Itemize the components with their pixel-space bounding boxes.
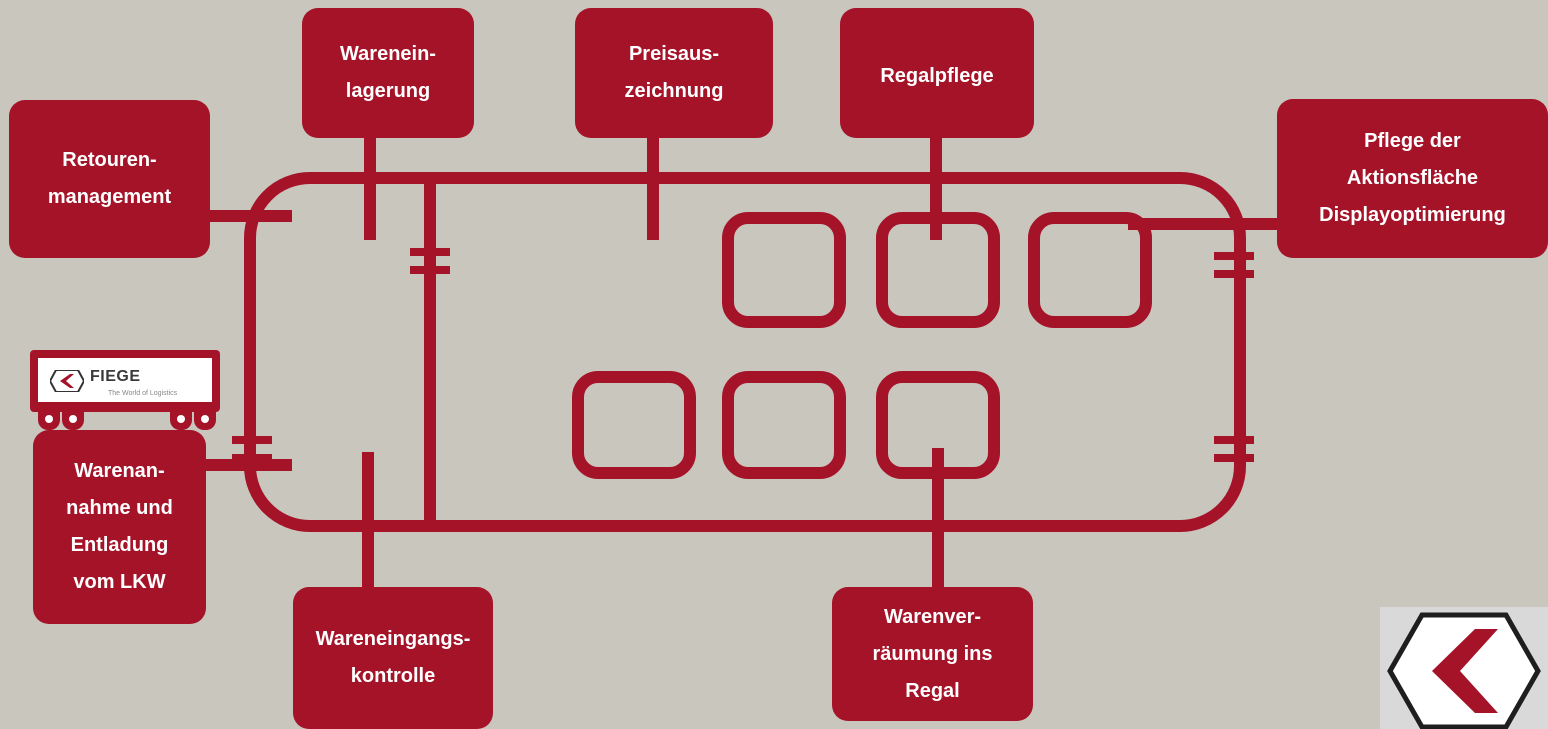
box-retourenmanagement: Retouren- management [9,100,210,258]
box-regalpflege: Regalpflege [840,8,1034,138]
wheel-icon [170,412,192,430]
truck-panel: FIEGE The World of Logistics [38,358,212,402]
box-warenverraeumung: Warenver- räumung ins Regal [832,587,1033,721]
label-wareneingangskontrolle: Wareneingangs- kontrolle [315,628,471,687]
truck-tagline: The World of Logistics [108,390,178,397]
box-wareneingangskontrolle: Wareneingangs- kontrolle [293,587,493,729]
wheel-icon [194,412,216,430]
box-aktionsflaeche: Pflege der Aktionsfläche Displayoptimier… [1277,99,1548,258]
delivery-truck: FIEGE The World of Logistics [30,350,226,434]
label-preisauszeichnung: Preisaus- zeichnung [624,43,724,102]
fiege-hexagon-logo-icon [1380,607,1548,729]
box-warenannahme: Warenan- nahme und Entladung vom LKW [33,430,206,624]
label-regalpflege: Regalpflege [880,65,994,87]
label-warenverraeumung: Warenver- räumung ins Regal [872,605,993,702]
label-retourenmanagement: Retouren- management [47,149,172,208]
label-wareneinlagerung: Warenein- lagerung [340,43,436,102]
box-wareneinlagerung: Warenein- lagerung [302,8,474,138]
wheel-icon [38,412,60,430]
shelf-4 [572,371,696,479]
wheel-icon [62,412,84,430]
truck-body: FIEGE The World of Logistics [30,350,220,412]
shelf-5 [722,371,846,479]
label-aktionsflaeche: Pflege der Aktionsfläche Displayoptimier… [1319,130,1506,226]
shelf-1 [722,212,846,328]
store-outline [244,172,1246,532]
truck-brand: FIEGE [90,368,141,385]
fiege-chevron-icon [50,370,84,392]
label-warenannahme: Warenan- nahme und Entladung vom LKW [66,460,173,593]
shelf-3 [1028,212,1152,328]
box-preisauszeichnung: Preisaus- zeichnung [575,8,773,138]
